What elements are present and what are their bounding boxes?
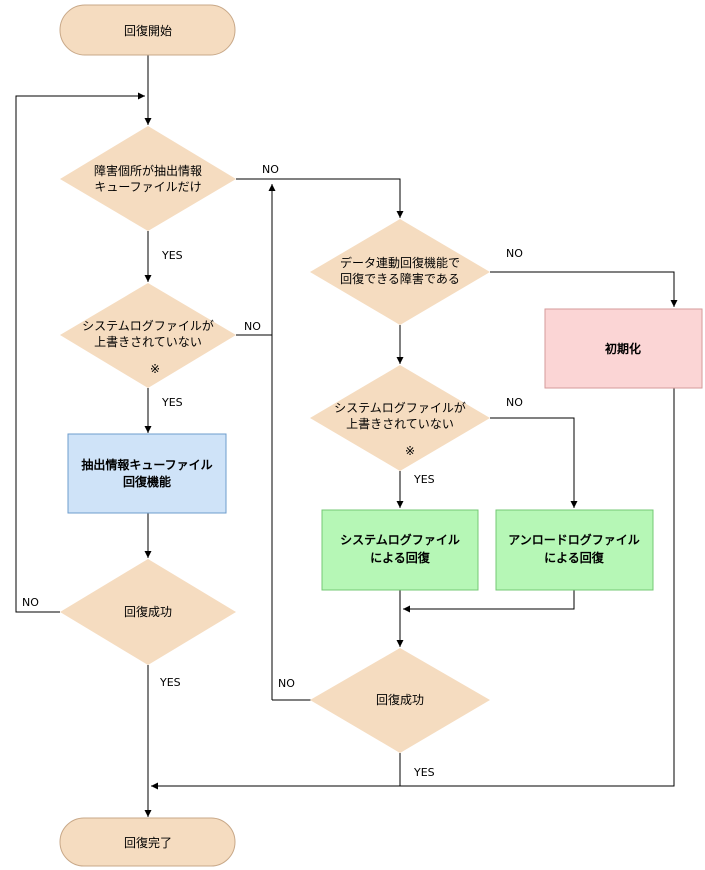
d5-yes-label: YES: [413, 473, 435, 486]
d5-label-line2: 上書きされていない: [346, 417, 454, 431]
end-terminal: 回復完了: [59, 817, 236, 867]
d5-note-mark: ※: [405, 444, 415, 458]
process-unload-log-recovery: アンロードログファイル による回復: [495, 509, 654, 591]
start-terminal: 回復開始: [59, 4, 236, 56]
decision-data-link-recoverable: データ連動回復機能で 回復できる障害である: [310, 219, 490, 325]
p4-label: 初期化: [605, 341, 641, 356]
d6-yes-label: YES: [413, 766, 435, 779]
decision-recovery-success-left: 回復成功: [60, 559, 236, 665]
process-initialize: 初期化: [544, 308, 703, 389]
d5-no-label: NO: [506, 396, 523, 409]
edge-d5-no-to-p3: [490, 417, 578, 508]
d2-yes-label: YES: [161, 396, 183, 409]
edge-p4-to-end: [151, 388, 675, 790]
d1-no-label: NO: [262, 163, 279, 176]
process-queue-file-recovery: 抽出情報キューファイル 回復機能: [67, 433, 227, 514]
d6-no-label: NO: [278, 677, 295, 690]
edge-labels: NO YES NO YES NO YES NO NO YES NO YES: [22, 163, 523, 779]
start-label: 回復開始: [124, 23, 172, 38]
p2-label-line1: システムログファイル: [340, 532, 460, 547]
d3-yes-label: YES: [159, 676, 181, 689]
p3-label-line2: による回復: [544, 550, 605, 565]
d2-label-line1: システムログファイルが: [82, 318, 214, 333]
decision-syslog-not-overwritten-right: システムログファイルが 上書きされていない ※: [310, 365, 490, 471]
d2-label-line2: 上書きされていない: [94, 335, 202, 349]
d5-label-line1: システムログファイルが: [334, 400, 466, 415]
d2-no-label: NO: [244, 320, 261, 333]
d1-label-line1: 障害個所が抽出情報: [94, 163, 202, 178]
connectors: [15, 55, 678, 817]
decision-syslog-not-overwritten-left: システムログファイルが 上書きされていない ※: [60, 283, 236, 388]
edge-d4-no-to-p4: [490, 271, 678, 307]
d4-label-line2: 回復できる障害である: [340, 271, 460, 286]
d3-label: 回復成功: [124, 604, 172, 619]
edge-p3-join: [403, 590, 575, 613]
d3-no-label: NO: [22, 596, 39, 609]
p3-label-line1: アンロードログファイル: [508, 532, 640, 547]
p1-label-line2: 回復機能: [123, 474, 171, 489]
d4-label-line1: データ連動回復機能で: [340, 255, 460, 270]
p1-label-line1: 抽出情報キューファイル: [81, 457, 212, 472]
d6-label: 回復成功: [376, 692, 424, 707]
decision-queue-file-only: 障害個所が抽出情報 キューファイルだけ: [60, 126, 236, 231]
d1-label-line2: キューファイルだけ: [94, 180, 201, 194]
d2-note-mark: ※: [150, 362, 160, 376]
decision-recovery-success-right: 回復成功: [310, 648, 490, 753]
d1-yes-label: YES: [161, 249, 183, 262]
process-syslog-recovery: システムログファイル による回復: [321, 509, 479, 591]
p2-label-line2: による回復: [370, 550, 431, 565]
edge-d3-no-loop: [15, 92, 145, 613]
edge-d1-no-to-d4: [236, 178, 404, 218]
end-label: 回復完了: [124, 835, 172, 850]
d4-no-label: NO: [506, 247, 523, 260]
